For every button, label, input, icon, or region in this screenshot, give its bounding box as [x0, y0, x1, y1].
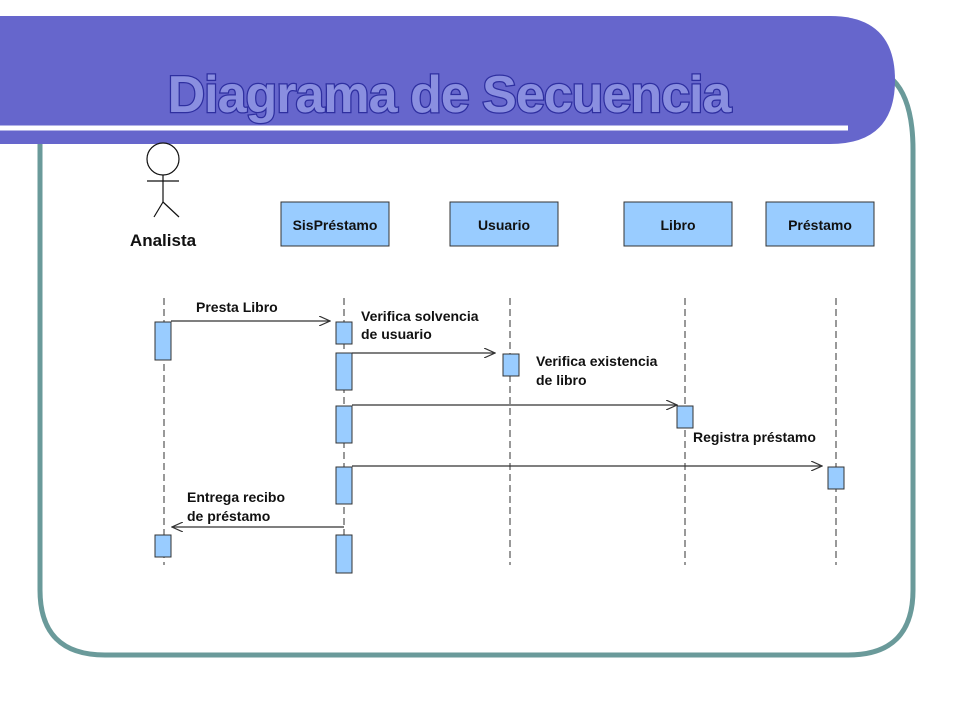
activations [154, 321, 845, 574]
slide-frame [37, 78, 916, 658]
message-label-entrega-recibo: Entrega recibo [187, 489, 285, 505]
activation-bar [827, 466, 845, 490]
activation-bar [502, 353, 520, 377]
object-label: Usuario [478, 217, 530, 233]
message-label-verifica-solvencia-2: de usuario [361, 326, 432, 342]
activation-bar [335, 405, 353, 444]
object-usuario: Usuario [449, 201, 559, 247]
activation-bar [154, 534, 172, 558]
activation-bar [335, 534, 353, 574]
page-title: Diagrama de Secuencia [168, 66, 733, 124]
activation-bar [335, 466, 353, 505]
object-label: Préstamo [788, 217, 852, 233]
object-prestamo: Préstamo [765, 201, 875, 247]
object-libro: Libro [623, 201, 733, 247]
activation-bar [154, 321, 172, 361]
title-banner [0, 16, 895, 144]
object-sisprestamo: SisPréstamo [280, 201, 390, 247]
actor-label: Analista [130, 231, 197, 250]
object-label: Libro [661, 217, 696, 233]
message-label-entrega-recibo-2: de préstamo [187, 508, 270, 524]
activation-bar [335, 352, 353, 391]
message-label-verifica-existencia: Verifica existencia [536, 353, 658, 369]
activation-bar [335, 321, 353, 345]
message-label-presta-libro: Presta Libro [196, 299, 278, 315]
actor-icon [146, 142, 180, 218]
activation-bar [676, 405, 694, 429]
message-label-verifica-solvencia: Verifica solvencia [361, 308, 479, 324]
message-label-verifica-existencia-2: de libro [536, 372, 587, 388]
message-label-registra-prestamo: Registra préstamo [693, 429, 816, 445]
message-arrows [171, 321, 822, 527]
object-label: SisPréstamo [293, 217, 378, 233]
